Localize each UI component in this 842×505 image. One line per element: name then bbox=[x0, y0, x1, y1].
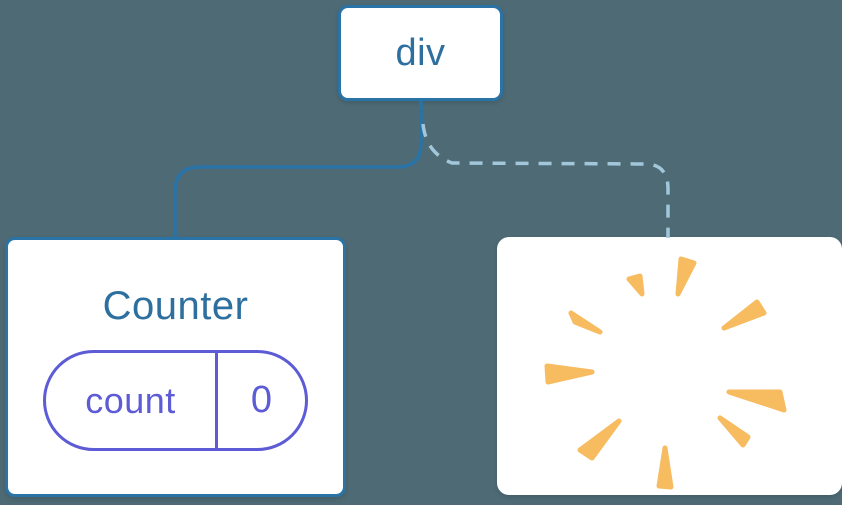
poof-ray bbox=[626, 273, 645, 297]
tree-node-div: div bbox=[338, 5, 503, 101]
state-value-label: 0 bbox=[250, 379, 273, 421]
state-pill: count 0 bbox=[43, 350, 308, 451]
poof-ray bbox=[656, 445, 674, 490]
poof-ray bbox=[568, 310, 603, 335]
poof-ray bbox=[577, 418, 622, 461]
tree-node-counter: Counter count 0 bbox=[5, 237, 346, 497]
tree-node-removed bbox=[497, 237, 842, 495]
edge-div-to-removed bbox=[421, 123, 670, 238]
state-key-label: count bbox=[46, 353, 218, 448]
div-node-label: div bbox=[395, 31, 446, 74]
poof-ray bbox=[675, 256, 697, 297]
poof-ray bbox=[726, 389, 787, 413]
poof-starburst-icon bbox=[544, 256, 787, 490]
poof-ray bbox=[544, 363, 595, 385]
poof-ray bbox=[717, 415, 751, 448]
edge-div-to-counter bbox=[173, 98, 423, 240]
counter-node-title: Counter bbox=[102, 284, 249, 328]
poof-ray bbox=[721, 299, 767, 331]
